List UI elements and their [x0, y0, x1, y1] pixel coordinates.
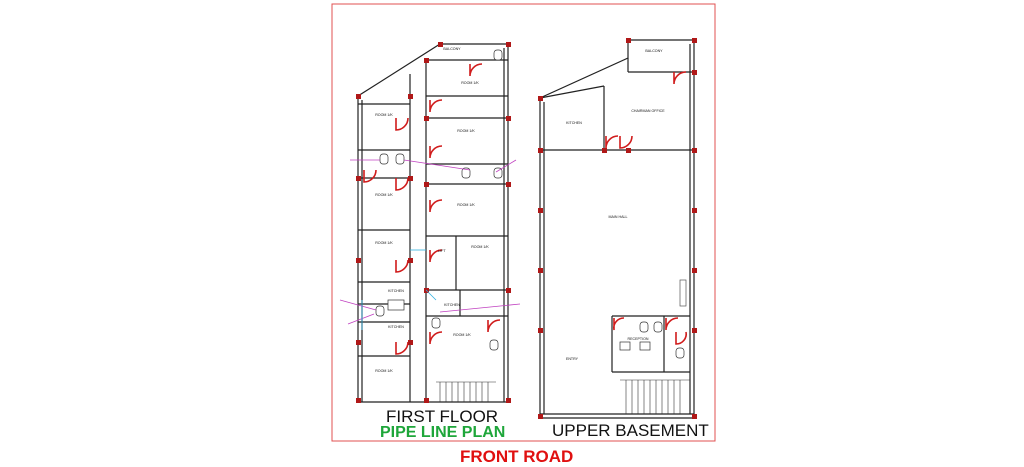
room-label: RECEPTION [628, 337, 649, 341]
room-label: ROOM 1/K [471, 245, 489, 249]
drawing-border [331, 3, 716, 442]
first-floor-outline [357, 43, 509, 403]
room-label: KITCHEN [388, 289, 404, 293]
basement-columns [538, 38, 697, 419]
room-label: ROOM 1/K [375, 113, 393, 117]
first-floor-doors [363, 63, 501, 355]
room-label: ROOM 1/K [375, 193, 393, 197]
basement-fixtures [619, 279, 687, 359]
room-label: CHAIRMAN OFFICE [631, 109, 665, 113]
room-label: ROOM 1/K [375, 241, 393, 245]
first-floor-title: FIRST FLOOR [386, 407, 499, 426]
basement-doors [605, 71, 687, 345]
pipe-lines [339, 159, 521, 330]
room-label: KITCHEN [388, 325, 404, 329]
room-label: ENTRY [566, 357, 579, 361]
first-floor-room-labels: BALCONY ROOM 1/K ROOM 1/K ROOM 1/K ROOM … [375, 47, 489, 373]
pipe-line-plan-title: PIPE LINE PLAN [380, 424, 506, 441]
room-label: ROOM 1/K [457, 203, 475, 207]
room-label: MAIN HALL [609, 215, 628, 219]
first-floor-fixtures [375, 49, 503, 351]
room-label: ROOM 1/K [461, 81, 479, 85]
basement-stairs [620, 379, 690, 414]
room-label: ROOM 1/K [457, 129, 475, 133]
room-label: KITCHEN [566, 121, 582, 125]
room-label: ROOM 1/K [453, 333, 471, 337]
front-road-label: FRONT ROAD [460, 447, 574, 466]
room-label: ROOM 1/K [375, 369, 393, 373]
basement-room-labels: BALCONY KITCHEN CHAIRMAN OFFICE MAIN HAL… [566, 49, 665, 361]
upper-basement-title: UPPER BASEMENT [552, 421, 709, 440]
room-label: BALCONY [443, 47, 461, 51]
upper-basement-outline [539, 39, 695, 419]
first-floor-stairs [436, 381, 496, 402]
first-floor-plan [357, 43, 509, 403]
room-label: KITCHEN [444, 303, 460, 307]
room-label: BALCONY [645, 49, 663, 53]
room-label: LIFT [438, 249, 446, 253]
upper-basement-plan [539, 39, 695, 419]
